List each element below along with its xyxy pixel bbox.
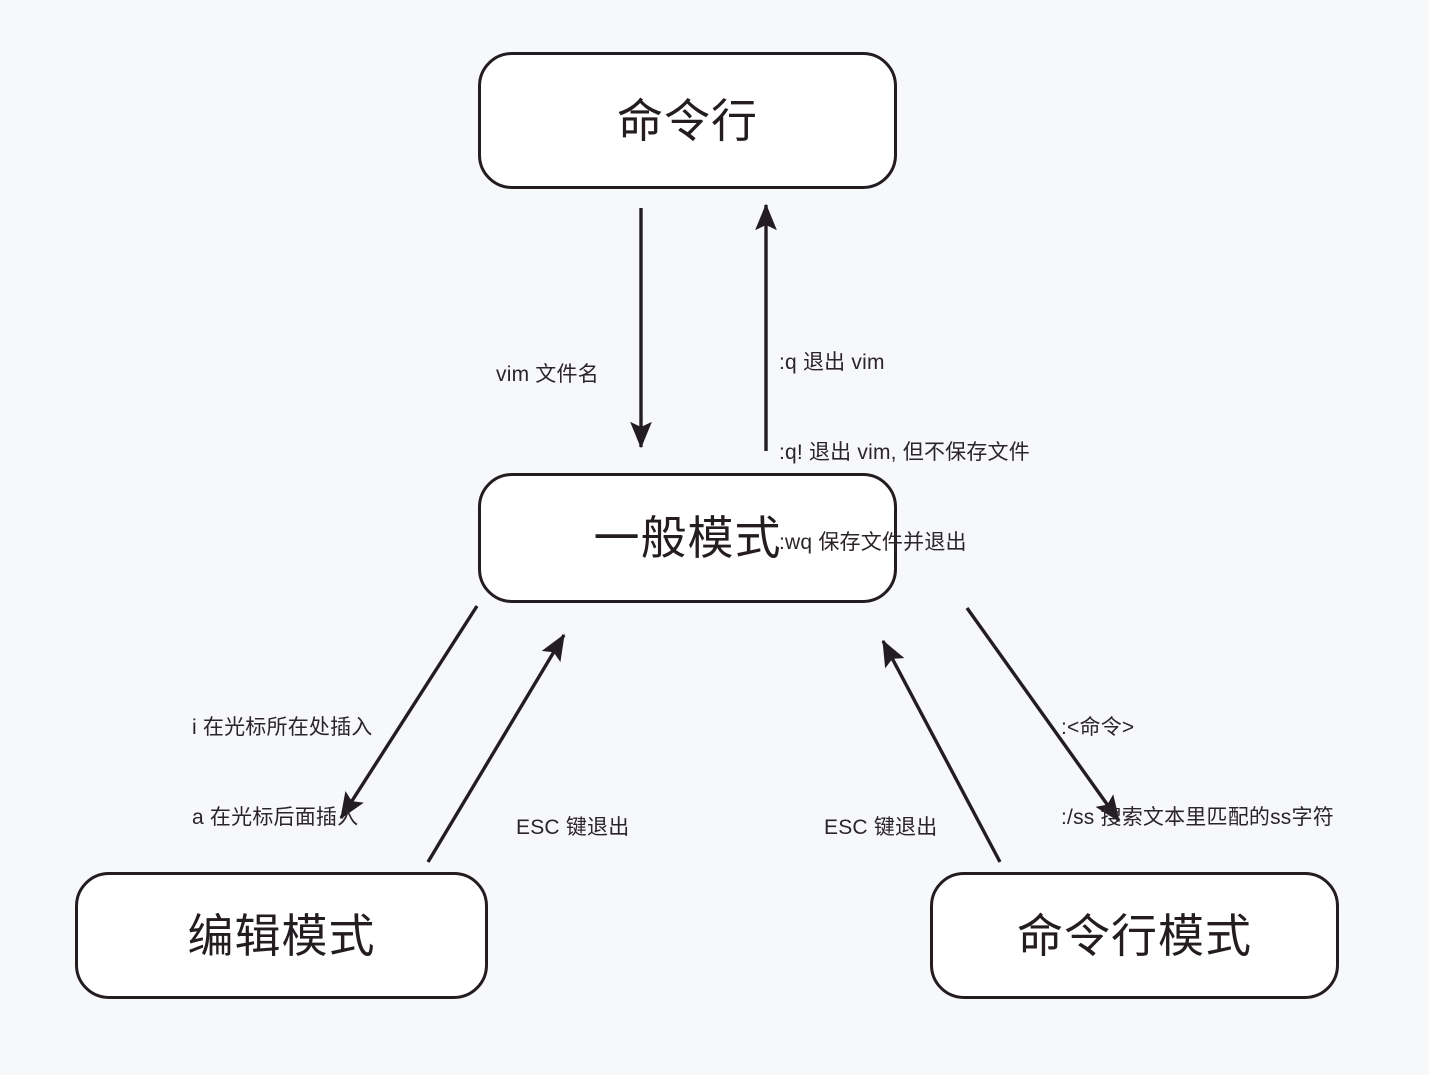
edge-label-to-command-line-2: :/ss 搜索文本里匹配的ss字符: [1061, 806, 1334, 829]
edge-label-to-command-line-1: :<命令>: [1061, 716, 1135, 739]
edge-label-to-edit-line-2: a 在光标后面插入: [192, 806, 359, 829]
node-normal-mode-label: 一般模式: [593, 512, 782, 564]
node-command-line-label: 命令行: [617, 94, 758, 147]
edge-to-edit-line: [339, 605, 479, 820]
edge-label-to-edit: i 在光标所在处插入 a 在光标后面插入: [192, 653, 373, 893]
edge-label-quit-vim-line-1: :q 退出 vim: [779, 351, 885, 374]
edge-label-quit-vim: :q 退出 vim :q! 退出 vim, 但不保存文件 :wq 保存文件并退出: [779, 288, 1030, 618]
edge-label-command-escape-line-1: ESC 键退出: [824, 816, 938, 839]
node-normal-mode[interactable]: 一般模式: [478, 473, 897, 603]
node-command-mode[interactable]: 命令行模式: [930, 872, 1339, 999]
edge-edit-escape-line: [426, 633, 566, 863]
node-edit-mode-label: 编辑模式: [187, 909, 376, 962]
edge-label-edit-escape-line-1: ESC 键退出: [516, 816, 630, 839]
edge-command-escape-line: [881, 639, 1002, 863]
edge-to-command-line: [965, 607, 1121, 823]
edge-label-quit-vim-line-2: :q! 退出 vim, 但不保存文件: [779, 441, 1030, 464]
edge-label-to-edit-line-1: i 在光标所在处插入: [192, 716, 373, 739]
node-command-mode-label: 命令行模式: [1017, 909, 1252, 962]
edge-label-enter-vim: vim 文件名: [496, 300, 599, 450]
edge-label-quit-vim-line-3: :wq 保存文件并退出: [779, 531, 967, 554]
edge-label-enter-vim-line-1: vim 文件名: [496, 363, 599, 386]
node-command-line[interactable]: 命令行: [478, 52, 897, 189]
node-edit-mode[interactable]: 编辑模式: [75, 872, 488, 999]
edge-label-to-command: :<命令> :/ss 搜索文本里匹配的ss字符: [1061, 653, 1334, 893]
edge-label-command-escape: ESC 键退出: [824, 753, 937, 903]
edge-label-edit-escape: ESC 键退出: [516, 753, 629, 903]
